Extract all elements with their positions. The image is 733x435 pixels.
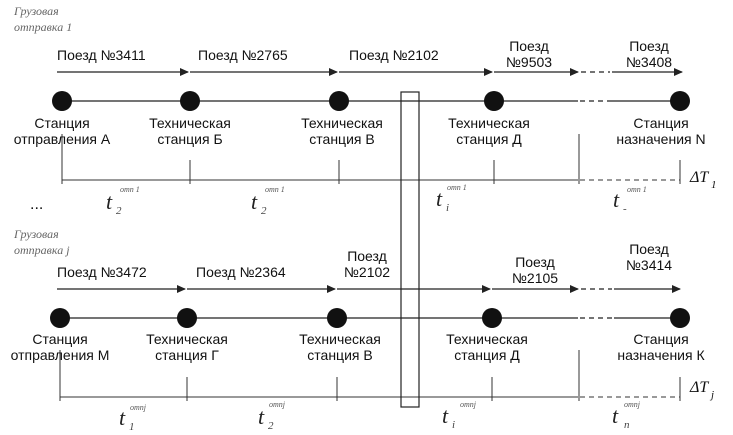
interval-superscript: отпj: [460, 400, 476, 409]
station-label: Техническая станция Д: [434, 115, 544, 147]
interval-superscript: отпj: [624, 400, 640, 409]
interval-time: t: [436, 186, 443, 211]
shipment-header: отправка 1: [14, 20, 73, 34]
train-label-line: №9503: [505, 54, 553, 70]
train-label-line: №2102: [343, 264, 391, 280]
interval-superscript: отп 1: [627, 185, 647, 194]
station-label-line: отправления А: [13, 131, 111, 147]
station-label-line: Техническая: [299, 331, 381, 347]
station-label: Техническая станция Д: [432, 331, 542, 363]
station-label-line: отправления М: [10, 347, 110, 363]
station-label: Техническая станция Б: [135, 115, 245, 147]
interval-subscript: n: [624, 419, 630, 431]
train-label-line: Поезд: [347, 248, 387, 264]
train-label-line: №3414: [625, 257, 673, 273]
station-nodes-shipment-j: [50, 308, 690, 328]
interval-time: t: [119, 405, 126, 430]
station-label-line: Техническая: [301, 115, 383, 131]
station-label-line: Станция: [32, 331, 88, 347]
station-label-line: Станция: [633, 331, 689, 347]
station-label-line: Станция: [34, 115, 90, 131]
interval-time: t: [442, 403, 449, 428]
train-label: Поезд №2765: [198, 47, 288, 63]
train-label: Поезд №9503: [497, 38, 561, 70]
station-nodes-shipment-1: [52, 91, 690, 111]
interval-time: t: [251, 189, 258, 214]
train-label-line: Поезд: [629, 241, 669, 257]
interval-time: t: [612, 403, 619, 428]
interval-time: t: [258, 404, 265, 429]
station-label-line: назначения К: [617, 347, 705, 363]
delta-t-label: ΔT: [690, 379, 709, 396]
interval-superscript: отп 1: [265, 185, 285, 194]
station-label-line: Техническая: [149, 115, 231, 131]
station-label-line: станция Д: [454, 347, 520, 363]
station-label: Станция назначения К: [598, 331, 724, 363]
interval-subscript: i: [452, 419, 456, 431]
station-node: [52, 91, 72, 111]
station-node: [50, 308, 70, 328]
shipment-header: Грузовая: [14, 227, 59, 241]
train-label: Поезд №2102: [332, 248, 402, 280]
train-label: Поезд №3414: [614, 241, 684, 273]
common-station-frame: [400, 91, 420, 408]
interval-superscript: отпj: [269, 400, 285, 409]
train-label-line: Поезд: [629, 38, 669, 54]
train-label-line: Поезд: [509, 38, 549, 54]
station-node: [670, 308, 690, 328]
station-node: [484, 91, 504, 111]
delta-t-subscript: j: [711, 389, 715, 401]
interval-superscript: отп 1: [447, 183, 467, 192]
station-node: [177, 308, 197, 328]
station-label-line: станция Б: [157, 131, 223, 147]
train-label: Поезд №2364: [196, 264, 286, 280]
station-label-line: станция Д: [456, 131, 522, 147]
train-label: Поезд №3411: [57, 47, 146, 63]
train-label: Поезд №2102: [349, 47, 439, 63]
station-label: Техническая станция В: [287, 115, 397, 147]
interval-time: t: [106, 189, 113, 214]
station-label: Техническая станция В: [285, 331, 395, 363]
time-axis-shipment-1: [61, 134, 681, 184]
interval-superscript: отпj: [130, 403, 146, 412]
interval-subscript: -: [623, 203, 627, 215]
train-label-line: №2105: [511, 270, 559, 286]
interval-subscript: 2: [268, 420, 274, 432]
shipment-header: Грузовая: [14, 4, 59, 18]
station-label: Техническая станция Г: [132, 331, 242, 363]
interval-subscript: 2: [261, 205, 267, 217]
station-label: Станция отправления А: [2, 115, 122, 147]
station-label-line: Техническая: [446, 331, 528, 347]
station-node: [482, 308, 502, 328]
train-label-line: №3408: [625, 54, 673, 70]
shipment-header: отправка j: [14, 243, 70, 257]
train-label: Поезд №3472: [57, 264, 147, 280]
station-label-line: Станция: [633, 115, 689, 131]
interval-superscript: отп 1: [120, 185, 140, 194]
interval-subscript: i: [446, 202, 450, 214]
time-axis-shipment-j: [59, 350, 681, 401]
station-label-line: станция В: [307, 347, 373, 363]
ellipsis: ...: [30, 196, 44, 213]
station-node: [670, 91, 690, 111]
station-label-line: станция В: [309, 131, 375, 147]
delta-t-label: ΔT: [690, 169, 709, 186]
interval-subscript: 2: [116, 205, 122, 217]
station-label: Станция отправления М: [0, 331, 120, 363]
station-node: [329, 91, 349, 111]
station-label-line: назначения N: [616, 131, 706, 147]
interval-subscript: 1: [129, 421, 135, 433]
station-label: Станция назначения N: [598, 115, 724, 147]
station-node: [327, 308, 347, 328]
station-label-line: Техническая: [448, 115, 530, 131]
station-label-line: Техническая: [146, 331, 228, 347]
delta-t-subscript: 1: [711, 179, 717, 191]
train-label: Поезд №3408: [614, 38, 684, 70]
interval-time: t: [613, 187, 620, 212]
train-label: Поезд №2105: [500, 254, 570, 286]
station-label-line: станция Г: [155, 347, 219, 363]
station-node: [180, 91, 200, 111]
train-label-line: Поезд: [515, 254, 555, 270]
